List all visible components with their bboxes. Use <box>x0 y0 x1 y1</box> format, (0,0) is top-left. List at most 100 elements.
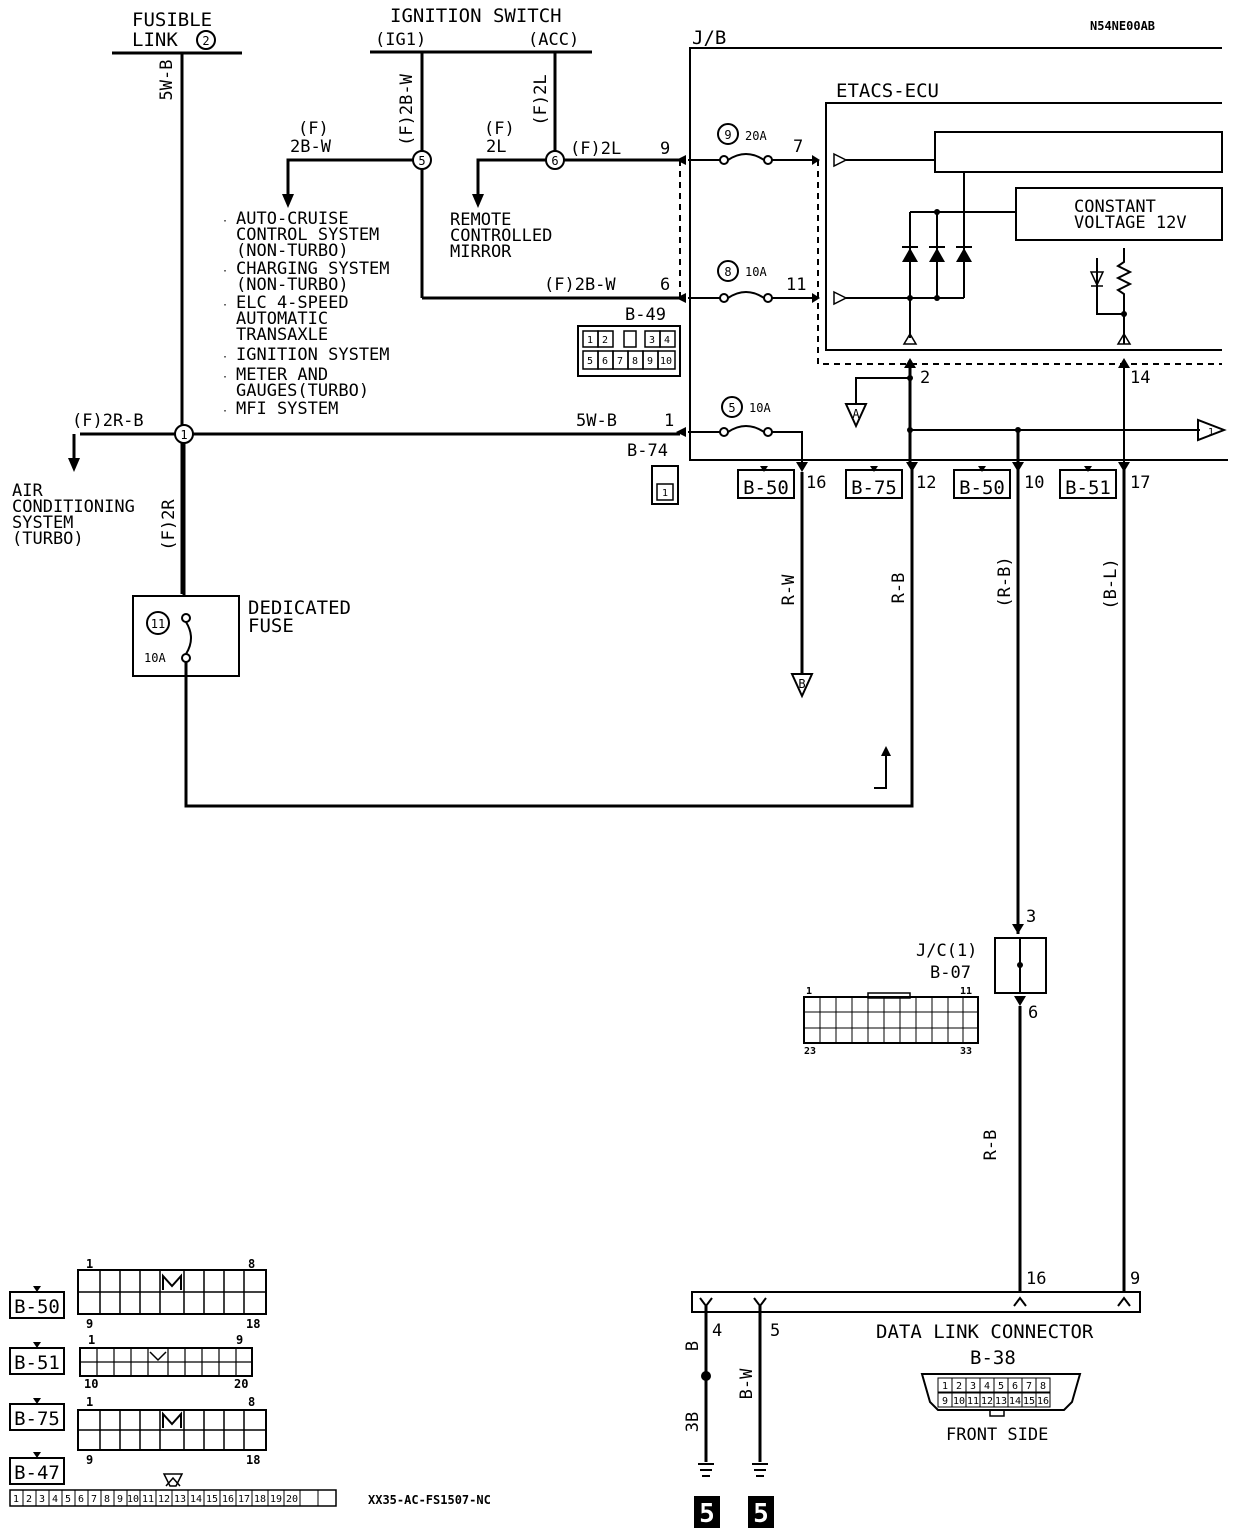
svg-text:6: 6 <box>602 356 608 367</box>
svg-text:7: 7 <box>617 356 623 367</box>
svg-text:9: 9 <box>236 1333 243 1347</box>
wire-rw-label: R-W <box>779 574 799 605</box>
bullet-icon: · <box>222 352 228 363</box>
svg-text:3: 3 <box>970 1381 976 1392</box>
ground-point-badge <box>748 1496 774 1528</box>
pin-arrow-icon <box>904 358 916 368</box>
svg-text:9: 9 <box>117 1494 123 1505</box>
wire-dedicated-to-jb <box>184 464 914 808</box>
bullet-icon: · <box>222 216 228 227</box>
svg-text:18: 18 <box>246 1317 260 1331</box>
pin-arrow-icon <box>796 462 808 472</box>
branch-2bw-label-2: 2B-W <box>290 137 332 157</box>
jb-pin-num: 10 <box>1024 473 1044 493</box>
jb-bottom-pins: B-50 16 R-W B B-75 12 R-B B-50 10 (R-B) … <box>737 430 1150 1292</box>
wire-branch-2bw <box>286 158 422 196</box>
diode-icon <box>902 248 918 262</box>
etacs-title: ETACS-ECU <box>836 80 939 102</box>
jb-pin-conn: B-50 <box>959 477 1005 499</box>
ground-point-num: 5 <box>753 1499 769 1529</box>
wire-2l-label: (F)2L <box>570 139 621 159</box>
connector-b49-body <box>577 325 681 377</box>
fuse-icon <box>185 621 192 655</box>
wire-acc-label: (F)2L <box>531 74 551 125</box>
connector-b49-label: B-49 <box>625 305 666 325</box>
footer-code: XX35-AC-FS1507-NC <box>368 1493 491 1507</box>
system-line: CONTROL SYSTEM <box>236 225 379 245</box>
data-link-connector: 16 9 4 5 DATA LINK CONNECTOR B-38 <box>683 1269 1141 1529</box>
wire-2bw-to-jb: (F)2B-W 6 <box>422 160 681 300</box>
ref-b-label: B <box>798 677 805 691</box>
svg-text:1: 1 <box>806 986 812 997</box>
branch-2l-label-1: (F) <box>484 119 515 139</box>
jb-outline <box>689 47 1228 461</box>
svg-text:18: 18 <box>254 1494 266 1505</box>
dedicated-fuse-label-1: DEDICATED <box>248 597 351 619</box>
dlc-pin-grid: 1 2 3 4 5 6 7 8 9 10 11 12 13 14 15 16 <box>937 1377 1051 1408</box>
wire-rb-label: R-B <box>889 573 909 604</box>
input-triangle-icon <box>833 290 848 306</box>
jb-pin-conn: B-51 <box>1065 477 1111 499</box>
connector-b49: B-49 1 2 3 4 5 6 7 8 9 10 <box>577 305 681 377</box>
svg-text:8: 8 <box>104 1494 110 1505</box>
svg-text:4: 4 <box>52 1494 58 1505</box>
jc-connector-grid: 1 11 23 33 <box>803 986 979 1057</box>
svg-text:6: 6 <box>1012 1381 1018 1392</box>
wire-rb-paren-label: (R-B) <box>995 556 1015 607</box>
fusible-link-label-1: FUSIBLE <box>132 9 212 31</box>
ac-label-3: SYSTEM <box>12 513 73 533</box>
svg-text:11: 11 <box>967 1396 979 1407</box>
dedicated-fuse-num: 11 <box>151 617 165 631</box>
jc-conn: B-07 <box>930 963 971 983</box>
ground-triangle-icon <box>902 332 918 345</box>
fusible-link-num-circle <box>196 30 216 50</box>
svg-text:12: 12 <box>981 1396 993 1407</box>
wire-bw-label: B-W <box>737 1368 757 1399</box>
legend-b51: B-51 1 9 10 20 <box>9 1333 253 1391</box>
system-line: GAUGES(TURBO) <box>236 381 369 401</box>
jc-pin-in: 3 <box>1026 907 1036 927</box>
dlc-pin-16: 16 <box>1026 1269 1046 1289</box>
fuse-8-num-circle <box>717 260 739 282</box>
svg-text:8: 8 <box>1040 1381 1046 1392</box>
jb-pin-conn: B-75 <box>851 477 897 499</box>
jb-pin-6: 6 <box>660 275 670 295</box>
etacs-ecu: ETACS-ECU CONSTANT VOLTAGE 12V <box>817 80 1227 462</box>
svg-text:10: 10 <box>953 1396 965 1407</box>
svg-text:8: 8 <box>248 1395 255 1409</box>
fuse-5-num: 5 <box>728 401 735 415</box>
svg-text:14: 14 <box>1009 1396 1021 1407</box>
svg-text:11: 11 <box>142 1494 154 1505</box>
svg-text:1: 1 <box>662 488 668 499</box>
legend-b47: B-47 <box>9 1452 337 1507</box>
fuse-8: 8 10A 11 <box>676 260 820 303</box>
system-line: MFI SYSTEM <box>236 399 338 419</box>
diode-icon <box>929 248 945 262</box>
constant-voltage-label-1: CONSTANT <box>1074 197 1156 217</box>
svg-text:1: 1 <box>86 1257 93 1271</box>
pin-arrow-icon <box>812 155 820 165</box>
fuse-8-rating: 10A <box>745 265 767 279</box>
wire-2r-label: (F)2R <box>159 499 179 551</box>
node-5-label: 5 <box>418 154 425 168</box>
jb-pin-num: 17 <box>1130 473 1150 493</box>
ground-triangle-icon <box>1116 332 1132 345</box>
legend-b75: B-75 1 8 9 18 <box>9 1395 267 1467</box>
node-1-label: 1 <box>180 428 187 442</box>
pin-arrow-icon <box>676 427 686 437</box>
ac-label-4: (TURBO) <box>12 529 84 549</box>
node-6-label: 6 <box>551 154 558 168</box>
jb-label: J/B <box>692 27 726 49</box>
resistor-icon <box>1115 248 1133 344</box>
svg-text:1: 1 <box>13 1494 19 1505</box>
constant-voltage-label-2: VOLTAGE 12V <box>1074 213 1187 233</box>
diode-icon <box>956 248 972 262</box>
svg-text:12: 12 <box>158 1494 170 1505</box>
ignition-switch-title: IGNITION SWITCH <box>390 5 562 27</box>
dedicated-fuse: DEDICATED FUSE 11 10A <box>132 464 914 808</box>
arrow-down-icon <box>282 194 294 208</box>
svg-text:18: 18 <box>246 1453 260 1467</box>
branch-2l: (F) 2L REMOTE CONTROLLED MIRROR (F)2L 9 … <box>450 119 680 262</box>
jb-pin-1: 1 <box>664 411 674 431</box>
